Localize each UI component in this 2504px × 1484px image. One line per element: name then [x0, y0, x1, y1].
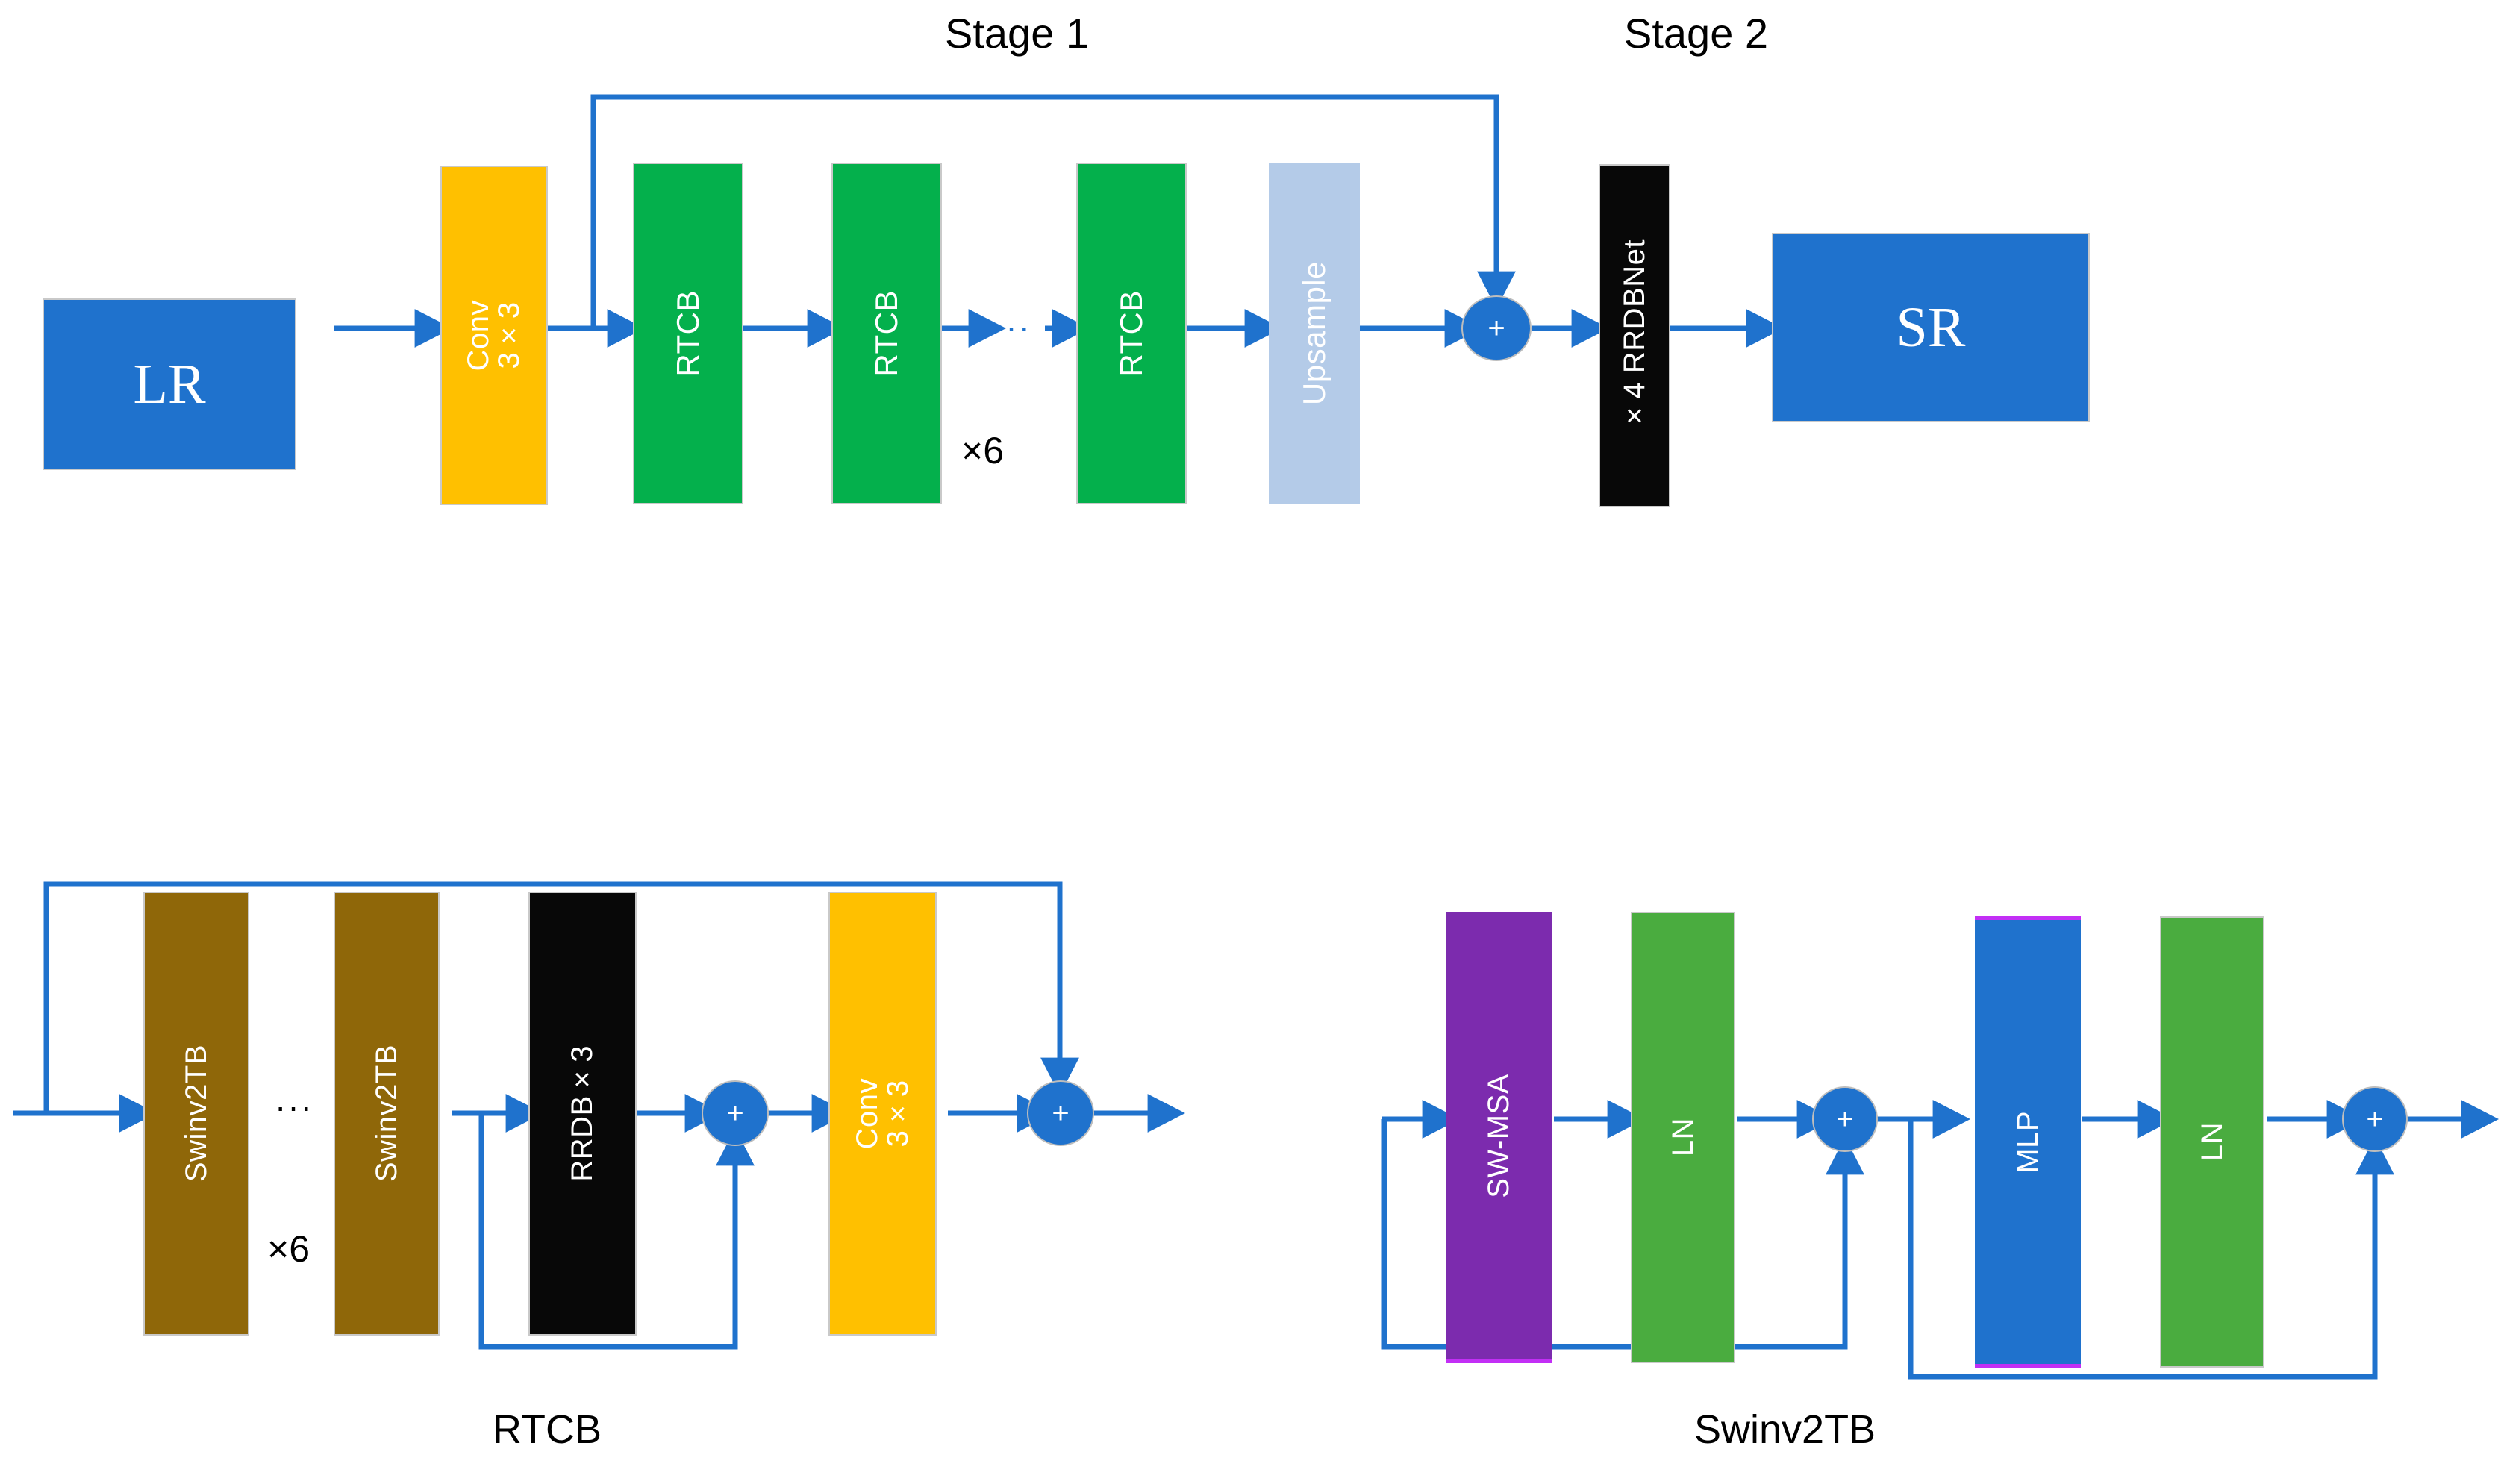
- sr-output-block: SR: [1772, 233, 2090, 422]
- sw-msa-label: SW-MSA: [1482, 1073, 1515, 1198]
- rtcb-outer-sum-node: +: [1027, 1080, 1094, 1146]
- swinv2tb-block-n: Swinv2TB: [334, 892, 440, 1336]
- rtcb-block-n: RTCB: [1076, 163, 1187, 504]
- top-pipeline-ellipsis: ···: [993, 307, 1031, 346]
- swin-sum-symbol-1: +: [1836, 1103, 1854, 1136]
- rrdb-x3-label: RRDB×3: [566, 1045, 599, 1182]
- rtcb-inner-sum-node: +: [702, 1080, 769, 1146]
- swin-sum-node-2: +: [2342, 1086, 2408, 1152]
- ln-block-2: LN: [2160, 916, 2264, 1368]
- rtcb-block-1: RTCB: [633, 163, 743, 504]
- ln-block-2-label: LN: [2195, 1122, 2229, 1162]
- stage-1-caption: Stage 1: [945, 10, 1090, 57]
- mlp-block: MLP: [1975, 916, 2081, 1368]
- swinv2tb-block-1-label: Swinv2TB: [179, 1045, 213, 1183]
- lr-input-block: LR: [43, 298, 296, 470]
- rrdb-x3-block: RRDB×3: [528, 892, 637, 1336]
- stage1-sum-node: +: [1461, 295, 1532, 361]
- swin-sum-node-1: +: [1812, 1086, 1878, 1152]
- ln-block-1-label: LN: [1666, 1118, 1699, 1157]
- mlp-label: MLP: [2011, 1110, 2044, 1174]
- rrdbnet-label: ×4 RRDBNet: [1617, 239, 1651, 432]
- rrdbnet-block: ×4 RRDBNet: [1599, 164, 1670, 507]
- rtcb-detail-caption: RTCB: [493, 1407, 602, 1452]
- rtcb-block-n-label: RTCB: [1113, 290, 1149, 377]
- conv-3x3-label: Conv 3×3: [462, 299, 525, 372]
- upsample-label: Upsample: [1296, 261, 1331, 406]
- swinv2tb-block-1: Swinv2TB: [143, 892, 249, 1336]
- rtcb-block-2: RTCB: [831, 163, 942, 504]
- swin-sum-symbol-2: +: [2366, 1103, 2384, 1136]
- rtcb-conv-3x3-block: Conv 3×3: [828, 892, 937, 1336]
- swinv2tb-block-n-label: Swinv2TB: [369, 1045, 403, 1183]
- rtcb-outer-sum-symbol: +: [1052, 1097, 1070, 1130]
- rtcb-detail-ellipsis: ···: [275, 1087, 313, 1126]
- rtcb-block-1-label: RTCB: [669, 290, 705, 377]
- conv-3x3-block: Conv 3×3: [440, 166, 548, 505]
- sr-output-label: SR: [1896, 295, 1966, 359]
- sw-msa-block: SW-MSA: [1446, 912, 1552, 1363]
- rtcb-inner-sum-symbol: +: [726, 1097, 744, 1130]
- stage-2-caption: Stage 2: [1624, 10, 1769, 57]
- top-pipeline-repeat-label: ×6: [961, 430, 1005, 472]
- rtcb-block-2-label: RTCB: [868, 290, 904, 377]
- ln-block-1: LN: [1631, 912, 1735, 1363]
- swinv2tb-detail-caption: Swinv2TB: [1694, 1407, 1876, 1452]
- rtcb-conv-3x3-label: Conv 3×3: [850, 1077, 914, 1150]
- upsample-block: Upsample: [1269, 163, 1360, 504]
- stage1-sum-symbol: +: [1487, 312, 1505, 345]
- rtcb-detail-repeat-label: ×6: [267, 1228, 310, 1270]
- lr-input-label: LR: [133, 352, 206, 416]
